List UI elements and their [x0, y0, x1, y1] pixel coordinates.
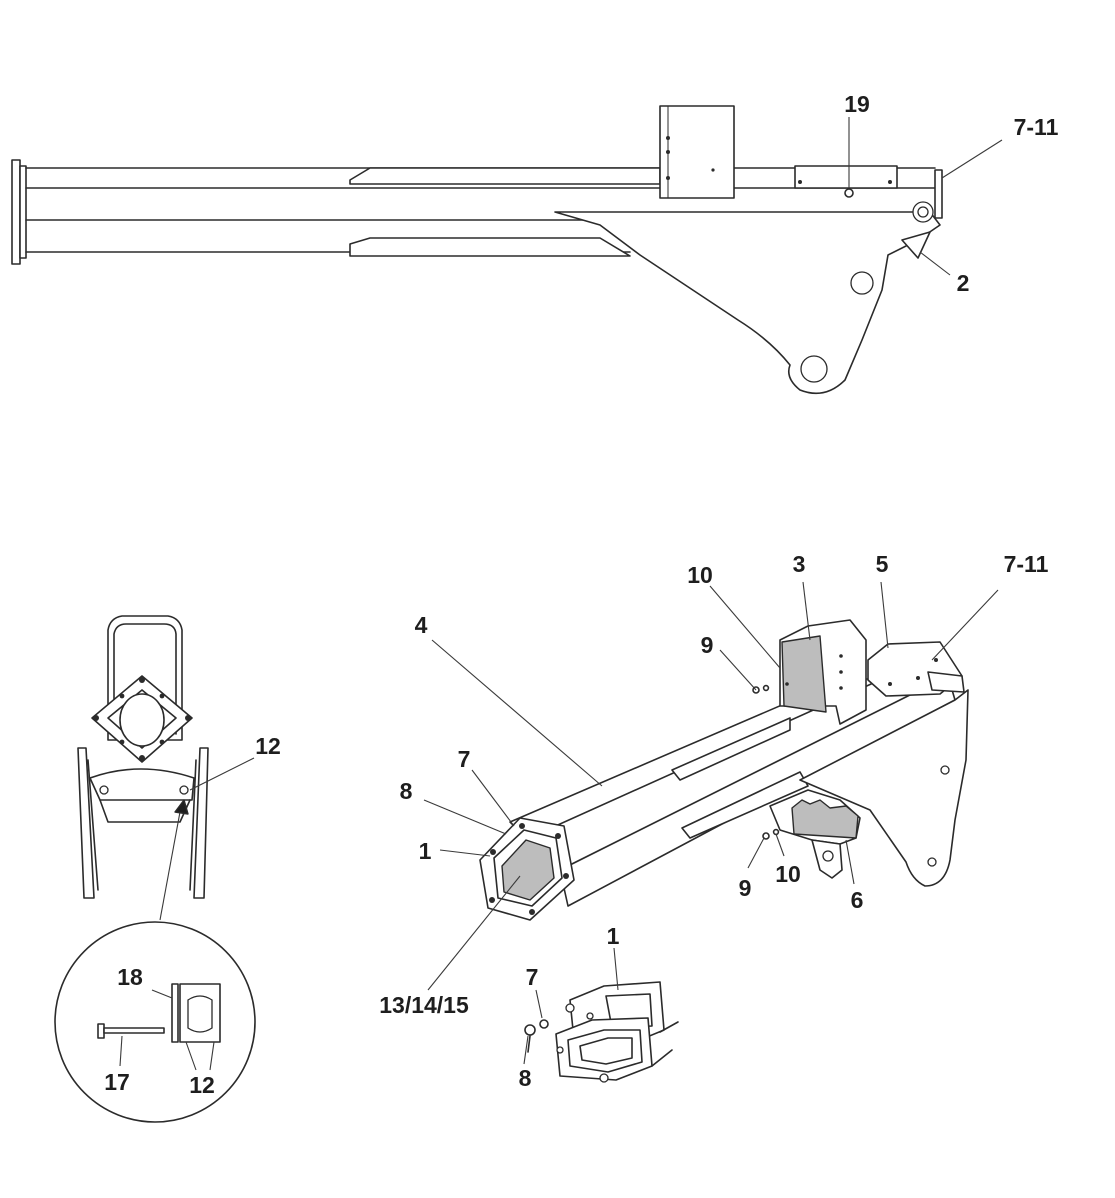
plate-exploded-detail: 1 7 8 — [519, 923, 679, 1091]
callout-12: 12 — [255, 733, 281, 759]
callout-8-detail: 8 — [519, 1065, 532, 1091]
callout-10-bottom: 10 — [775, 861, 801, 887]
callout-7-11-iso: 7-11 — [1004, 551, 1049, 577]
callout-7-detail: 7 — [526, 964, 539, 990]
callout-7: 7 — [458, 746, 471, 772]
callout-18: 18 — [117, 964, 143, 990]
boom-side-view: 19 7-11 2 — [11, 91, 1059, 395]
callout-6: 6 — [851, 887, 864, 913]
callout-9-top: 9 — [701, 632, 714, 658]
callout-4: 4 — [415, 612, 428, 638]
callout-2: 2 — [957, 270, 970, 296]
callout-1-detail: 1 — [607, 923, 620, 949]
callout-5: 5 — [876, 551, 889, 577]
callout-9-bottom: 9 — [739, 875, 752, 901]
callout-12-circle: 12 — [189, 1072, 215, 1098]
detail-circle: 18 17 12 — [54, 921, 256, 1123]
callout-8: 8 — [400, 778, 413, 804]
callout-1: 1 — [419, 838, 432, 864]
boom-end-view: 12 — [77, 615, 281, 921]
callout-13-14-15: 13/14/15 — [379, 992, 469, 1018]
callout-17: 17 — [104, 1069, 130, 1095]
callout-19: 19 — [844, 91, 870, 117]
boom-isometric-view: 10 3 5 7-11 9 4 7 8 1 9 10 6 13/14/15 — [379, 551, 1048, 1018]
callout-7-11: 7-11 — [1014, 114, 1059, 140]
callout-3: 3 — [793, 551, 806, 577]
callout-10-top: 10 — [687, 562, 713, 588]
